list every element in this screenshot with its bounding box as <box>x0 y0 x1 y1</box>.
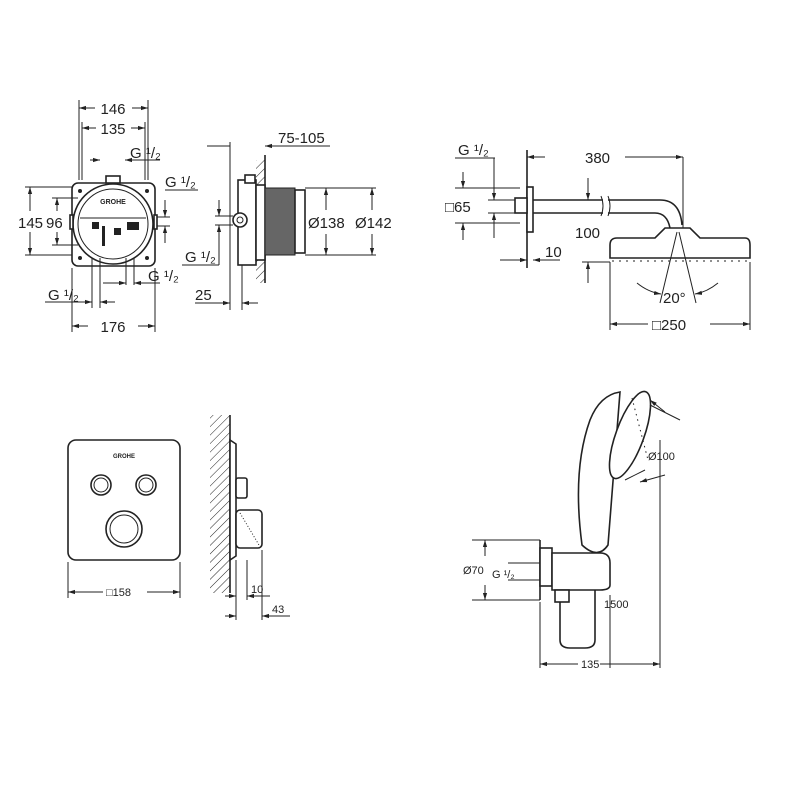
thread-bottom-right-label: G ¹/₂ <box>148 268 179 285</box>
dim-diameter-outer: Ø142 <box>355 215 392 232</box>
dim-head-diameter: Ø100 <box>648 451 675 463</box>
dim-width-inner: 135 <box>100 121 125 138</box>
dim-height-outer: 145 <box>18 215 43 232</box>
thread-top-label: G ¹/₂ <box>130 145 161 162</box>
dim-offset: 25 <box>195 287 212 304</box>
dim-drop: 100 <box>575 225 600 242</box>
dim-flange: □65 <box>445 199 471 216</box>
trim-plate-drawing: GROHE □158 10 43 <box>67 415 290 620</box>
dim-width-outer: 146 <box>100 101 125 118</box>
dim-diameter-inner: Ø138 <box>308 215 345 232</box>
thread-side-label: G ¹/₂ <box>185 249 216 266</box>
dim-wall-depth: 75-105 <box>278 130 325 147</box>
head-shower-drawing: 380 G ¹/₂ □65 100 10 20° □250 <box>445 142 751 334</box>
dim-flange-depth: 10 <box>545 244 562 261</box>
valve-box-front-view: 146 135 GROHE G ¹/₂ G ¹/₂ 145 96 <box>18 100 198 336</box>
thread-right-label: G ¹/₂ <box>165 174 196 191</box>
hand-shower-drawing: Ø100 Ø70 G ¹/₂ 1500 135 <box>463 390 681 671</box>
dim-plate-size: □158 <box>106 587 131 599</box>
grohe-logo-trim: GROHE <box>113 454 135 460</box>
valve-box-side-view: 75-105 Ø138 Ø142 G ¹/₂ 25 <box>182 130 392 310</box>
grohe-logo: GROHE <box>100 199 126 206</box>
spray-angle: 20° <box>663 290 686 307</box>
dim-plate-depth: 10 <box>251 584 263 596</box>
thread-head-label: G ¹/₂ <box>458 142 489 159</box>
dim-head-size: □250 <box>652 317 686 334</box>
thermostat-knob <box>105 510 143 548</box>
dim-hose-length: 1500 <box>604 599 628 611</box>
dim-width-base: 176 <box>100 319 125 336</box>
thread-hand-label: G ¹/₂ <box>492 569 515 581</box>
dim-projection: 135 <box>581 659 599 671</box>
dim-knob-depth: 43 <box>272 604 284 616</box>
dim-height-inner: 96 <box>46 215 63 232</box>
dim-outlet-diameter: Ø70 <box>463 565 484 577</box>
dim-arm-length: 380 <box>585 150 610 167</box>
thread-bottom-left-label: G ¹/₂ <box>48 287 79 304</box>
